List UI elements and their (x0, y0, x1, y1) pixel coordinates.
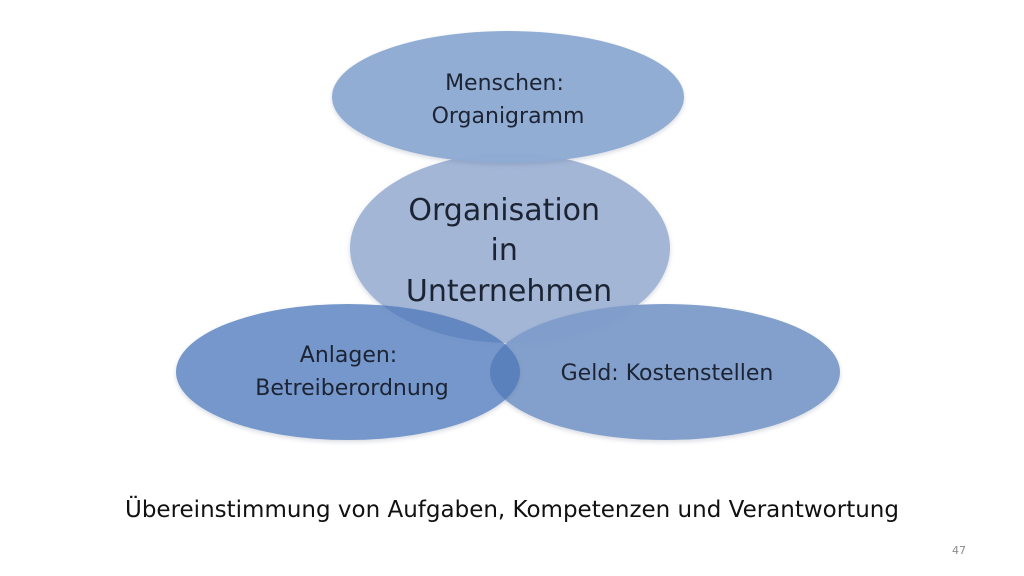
center-label-line-3: Unternehmen (406, 274, 612, 309)
left-label-line-1: Anlagen: (300, 343, 397, 368)
center-label-line-1: Organisation (408, 193, 600, 228)
center-ellipse (350, 153, 670, 343)
page-number: 47 (952, 544, 966, 557)
right-label-line-1: Geld: Kostenstellen (561, 361, 774, 386)
left-ellipse-label: Anlagen: Betreiberordnung (255, 343, 448, 401)
left-ellipse (176, 304, 520, 440)
top-ellipse (332, 31, 684, 163)
top-ellipse-label: Menschen: Organigramm (432, 71, 585, 129)
center-ellipse-label: Organisation in Unternehmen (406, 193, 612, 309)
right-ellipse (490, 304, 840, 440)
center-label-line-2: in (491, 233, 518, 268)
top-label-line-2: Organigramm (432, 104, 585, 129)
slide-caption: Übereinstimmung von Aufgaben, Kompetenze… (125, 497, 899, 523)
top-label-line-1: Menschen: (445, 71, 564, 96)
right-ellipse-label: Geld: Kostenstellen (561, 361, 774, 386)
left-label-line-2: Betreiberordnung (255, 376, 448, 401)
